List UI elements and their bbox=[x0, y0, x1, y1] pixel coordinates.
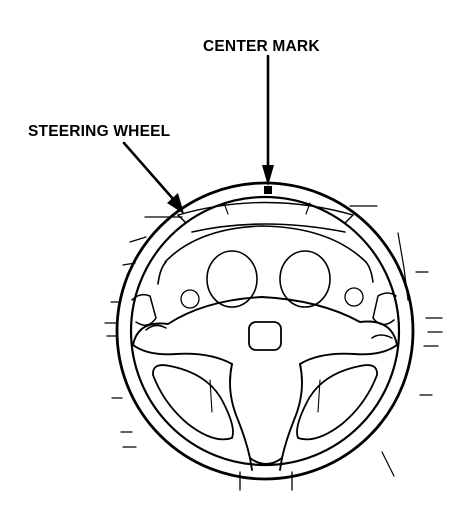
steering-wheel-arrow bbox=[122, 141, 184, 214]
right-stalk bbox=[371, 292, 397, 339]
instrument-cluster bbox=[157, 223, 374, 309]
steering-wheel-rim bbox=[115, 181, 415, 481]
center-mark-label: CENTER MARK bbox=[203, 38, 320, 55]
steering-wheel-label: STEERING WHEEL bbox=[28, 123, 170, 140]
steering-wheel-hub bbox=[132, 296, 398, 471]
lower-openings bbox=[152, 364, 378, 441]
left-stalk bbox=[131, 293, 167, 331]
center-mark-notch bbox=[264, 186, 272, 194]
center-mark-arrow bbox=[262, 54, 274, 186]
dashboard-background-lines bbox=[104, 205, 443, 477]
steering-column bbox=[239, 471, 293, 491]
